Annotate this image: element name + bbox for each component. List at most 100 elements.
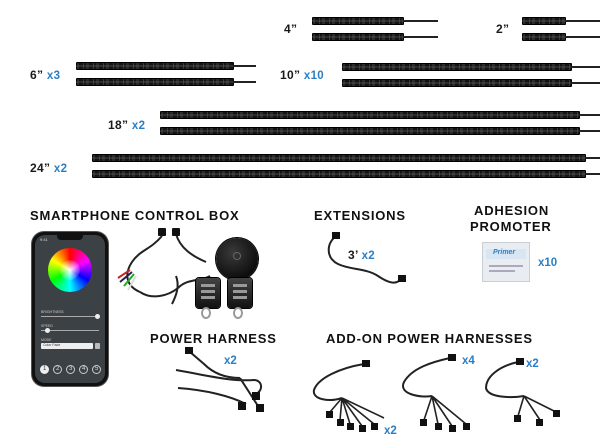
addon-qty-b: x4 — [462, 355, 475, 367]
led-strip-10in-b — [342, 79, 572, 87]
connector-plug — [536, 419, 543, 426]
extensions-qty-label: 3’ x2 — [348, 248, 375, 262]
key-ring — [233, 307, 243, 319]
speed-label: SPEED — [41, 324, 53, 328]
power-harness-heading: POWER HARNESS — [150, 331, 277, 346]
led-strip-24in-a — [92, 154, 586, 162]
connector-plug — [158, 228, 166, 236]
connector-plug — [514, 415, 521, 422]
control-box-logo — [233, 252, 241, 260]
strip-4in-label: 4” — [284, 22, 298, 36]
led-strip-6in-b — [76, 78, 234, 86]
connector-plug — [398, 275, 406, 282]
connector-plug — [553, 410, 560, 417]
brightness-slider-knob[interactable] — [95, 314, 100, 319]
mode-label: MODE — [41, 338, 52, 342]
connector-plug — [256, 404, 264, 412]
connector-plug — [449, 425, 456, 432]
cable — [572, 66, 600, 68]
strip-24in-qty: x2 — [53, 163, 68, 175]
connector-plug — [185, 347, 193, 354]
mode-select[interactable]: Color Fade — [41, 343, 93, 349]
addon-harness-c — [484, 361, 557, 421]
connector-plug — [420, 419, 427, 426]
power-harness-cable — [175, 351, 262, 407]
preset-row: 1 2 3 4 5 — [40, 365, 102, 375]
connector-plug — [359, 425, 366, 432]
mode-toggle[interactable] — [95, 343, 100, 349]
led-strip-2in-b — [522, 33, 566, 41]
speed-slider[interactable] — [41, 330, 99, 331]
addon-harness-b — [402, 357, 467, 427]
strip-24in-label: 24” x2 — [30, 161, 68, 175]
cable — [566, 36, 600, 38]
led-strip-2in-a — [522, 17, 566, 25]
strip-6in-label: 6” x3 — [30, 68, 61, 82]
preset-button-2[interactable]: 2 — [53, 365, 62, 374]
phone-notch — [57, 235, 83, 240]
connector-plug — [252, 392, 260, 400]
cable — [566, 20, 600, 22]
connector-plug — [326, 411, 333, 418]
preset-button-4[interactable]: 4 — [79, 365, 88, 374]
phone-time: 9:41 — [40, 237, 48, 242]
strip-6in-qty: x3 — [46, 70, 61, 82]
connector-plug — [172, 228, 180, 236]
strip-18in-qty: x2 — [131, 120, 146, 132]
addon-qty-c: x2 — [526, 358, 539, 370]
adhesion-packet-text: Primer — [493, 249, 516, 256]
strip-2in-label: 2” — [496, 22, 510, 36]
addon-harness-heading: ADD-ON POWER HARNESSES — [326, 331, 533, 346]
preset-button-3[interactable]: 3 — [66, 365, 75, 374]
addon-harness-a — [312, 363, 385, 427]
connector-plug — [238, 402, 246, 410]
cable — [572, 82, 600, 84]
key-ring — [201, 307, 211, 319]
led-strip-6in-a — [76, 62, 234, 70]
connector-plug — [516, 358, 524, 365]
speed-slider-knob[interactable] — [45, 328, 50, 333]
connector-plug — [362, 360, 370, 367]
connector-plug — [332, 232, 340, 239]
led-strip-4in-b — [312, 33, 404, 41]
key-fob-remote — [196, 278, 220, 308]
cable — [586, 173, 600, 175]
connector-plug — [435, 423, 442, 430]
adhesion-packet: Primer — [482, 242, 530, 282]
preset-button-5[interactable]: 5 — [92, 365, 101, 374]
cable — [586, 157, 600, 159]
connector-plug — [371, 423, 378, 430]
addon-qty-a: x2 — [384, 425, 397, 437]
power-harness-qty: x2 — [224, 355, 237, 367]
led-strip-18in-a — [160, 111, 580, 119]
connector-plug — [337, 419, 344, 426]
led-strip-24in-b — [92, 170, 586, 178]
adhesion-qty: x10 — [538, 257, 558, 269]
brightness-slider[interactable] — [41, 316, 99, 317]
mode-select-value: Color Fade — [43, 343, 61, 347]
adhesion-heading-line2: PROMOTER — [470, 219, 552, 234]
strip-10in-label: 10” x10 — [280, 68, 324, 82]
cable — [580, 114, 600, 116]
color-wheel-center — [60, 260, 80, 280]
adhesion-heading-line1: ADHESION — [474, 203, 550, 218]
extension-cable — [327, 235, 401, 284]
led-strip-18in-b — [160, 127, 580, 135]
cable — [404, 36, 438, 38]
strip-10in-qty: x10 — [303, 70, 324, 82]
connector-plug — [463, 423, 470, 430]
connector-plug — [448, 354, 456, 361]
key-fob-remote — [228, 278, 252, 308]
phone-screen: 9:41 BRIGHTNESS SPEED MODE Color Fade 1 … — [35, 235, 105, 383]
led-strip-4in-a — [312, 17, 404, 25]
cable — [404, 20, 438, 22]
led-strip-10in-a — [342, 63, 572, 71]
strip-18in-label: 18” x2 — [108, 118, 146, 132]
extensions-heading: EXTENSIONS — [314, 208, 406, 223]
cable — [234, 65, 256, 67]
preset-button-1[interactable]: 1 — [40, 365, 49, 374]
extensions-qty: x2 — [361, 250, 375, 262]
cable — [580, 130, 600, 132]
smartphone: 9:41 BRIGHTNESS SPEED MODE Color Fade 1 … — [32, 232, 108, 386]
control-box-heading: SMARTPHONE CONTROL BOX — [30, 208, 240, 223]
